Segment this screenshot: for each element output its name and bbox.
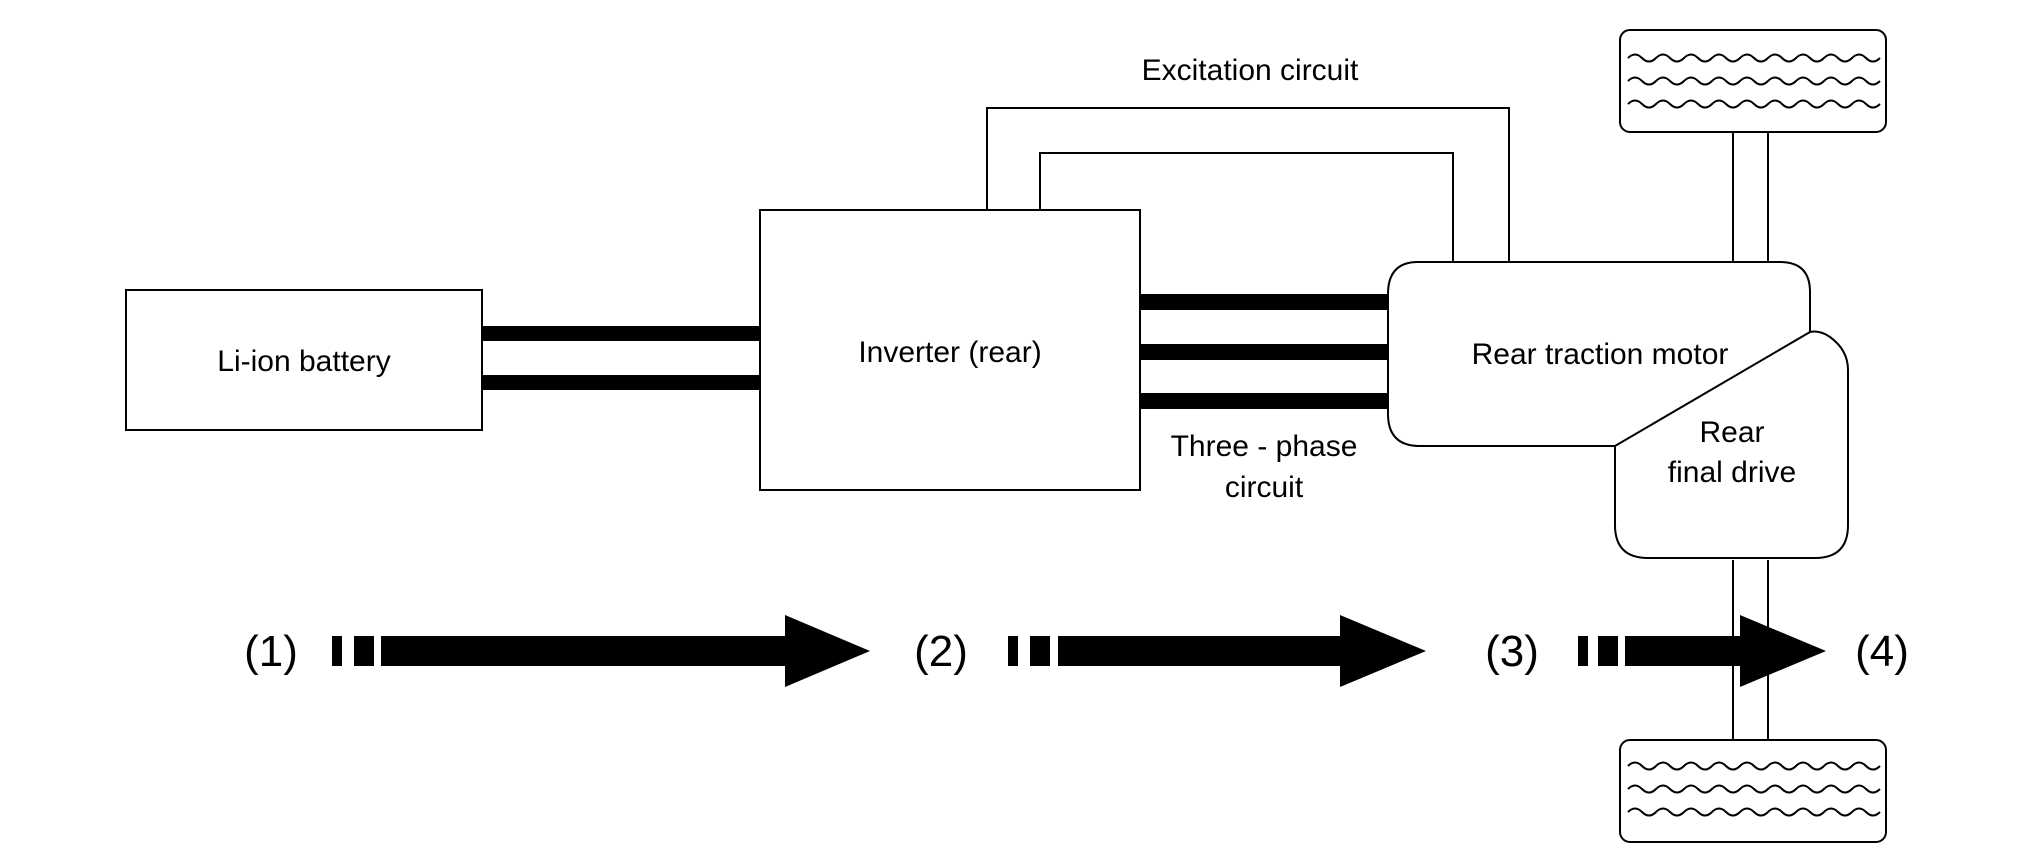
flow-arrow-3 [1578, 615, 1826, 687]
inverter-box [759, 209, 1141, 491]
step-label-3: (3) [1485, 627, 1539, 676]
wheel-top [1619, 29, 1887, 133]
excitation-circuit-wires [986, 107, 1510, 262]
step-label-2: (2) [914, 627, 968, 676]
motor-label: Rear traction motor [1472, 338, 1729, 371]
three-phase-label-line2: circuit [1225, 471, 1304, 504]
three-phase-cables [1140, 294, 1388, 409]
wheel-bottom [1619, 739, 1887, 843]
excitation-circuit-label: Excitation circuit [1142, 54, 1359, 87]
inverter-label: Inverter (rear) [858, 336, 1041, 369]
three-phase-label-line1: Three - phase [1171, 430, 1358, 463]
final-drive-label-line2: final drive [1668, 456, 1796, 489]
battery-box [125, 289, 483, 431]
final-drive-label-line1: Rear [1699, 416, 1764, 449]
battery-inverter-cables [482, 326, 760, 390]
flow-arrow-2 [1008, 615, 1426, 687]
motor-final-drive-divider [1614, 331, 1811, 447]
flow-arrow-1 [332, 615, 870, 687]
step-label-4: (4) [1855, 627, 1909, 676]
motor-final-drive-outline [1387, 261, 1849, 559]
battery-label: Li-ion battery [217, 345, 390, 378]
step-label-1: (1) [244, 627, 298, 676]
